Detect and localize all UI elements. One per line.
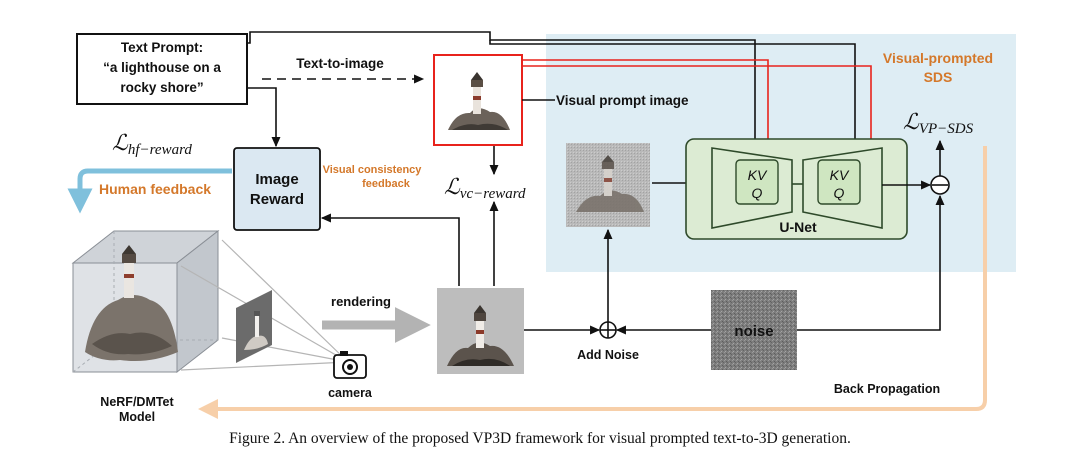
q-right-text: Q <box>834 185 845 201</box>
loss-hf-reward: ℒhf−reward <box>112 130 192 158</box>
human-feedback-arrow <box>67 168 232 214</box>
add-noise-label: Add Noise <box>577 348 639 362</box>
loss-vp-sds: ℒVP−SDS <box>903 109 974 137</box>
text-prompt-box <box>76 33 248 105</box>
image-reward-line2: Reward <box>250 191 304 208</box>
q-left-text: Q <box>752 185 763 201</box>
camera-icon <box>333 351 367 379</box>
nerf-lighthouse-picture <box>85 245 178 361</box>
prompt-to-reward-arrow <box>247 87 281 148</box>
render-to-reward-arrow <box>320 213 460 286</box>
lighthouse-prompt-picture <box>448 72 510 130</box>
rendered-lighthouse-picture <box>447 305 514 366</box>
image-reward-box <box>233 147 321 231</box>
noise-to-minus-arrow <box>797 194 945 331</box>
nerf-label-line2: Model <box>119 410 155 424</box>
text-prompt-line2: rocky shore” <box>120 80 203 95</box>
unet-label: U-Net <box>779 219 817 235</box>
noise-box <box>711 290 797 370</box>
prompt-to-kv-left-arrow <box>247 31 760 160</box>
text-prompt-heading: Text Prompt: <box>121 40 203 55</box>
sds-title-line1: Visual-prompted <box>883 50 993 66</box>
kv-right-text: KV <box>830 167 850 183</box>
text-prompt-line1: “a lighthouse on a <box>103 60 221 75</box>
back-propagation-arrow <box>198 146 987 419</box>
image-to-kv-right-arrow <box>522 65 876 160</box>
figure-caption: Figure 2. An overview of the proposed VP… <box>229 430 851 447</box>
kv-block-left <box>735 159 779 205</box>
kv-block-right <box>817 159 861 205</box>
text-to-image-label: Text-to-image <box>296 56 384 71</box>
loss-vc-reward: ℒvc−reward <box>444 174 526 202</box>
image-to-kv-left-arrow <box>522 59 773 160</box>
camera-label: camera <box>328 386 373 400</box>
nerf-label-line1: NeRF/DMTet <box>100 395 174 409</box>
noisy-lighthouse-picture <box>576 155 644 212</box>
prompt-to-kv-right-arrow <box>489 40 860 160</box>
noise-label: noise <box>734 323 773 340</box>
human-feedback-label: Human feedback <box>99 181 211 197</box>
visual-prompt-image-label: Visual prompt image <box>556 93 689 108</box>
sds-title-line2: SDS <box>924 69 953 85</box>
view-plane-lighthouse <box>244 311 268 350</box>
kv-left-text: KV <box>748 167 768 183</box>
rendering-label: rendering <box>331 294 391 309</box>
visual-consistency-line2: feedback <box>362 178 411 190</box>
back-propagation-label: Back Propagation <box>834 382 940 396</box>
visual-consistency-line1: Visual consistency <box>323 164 423 176</box>
image-reward-line1: Image <box>255 171 298 188</box>
